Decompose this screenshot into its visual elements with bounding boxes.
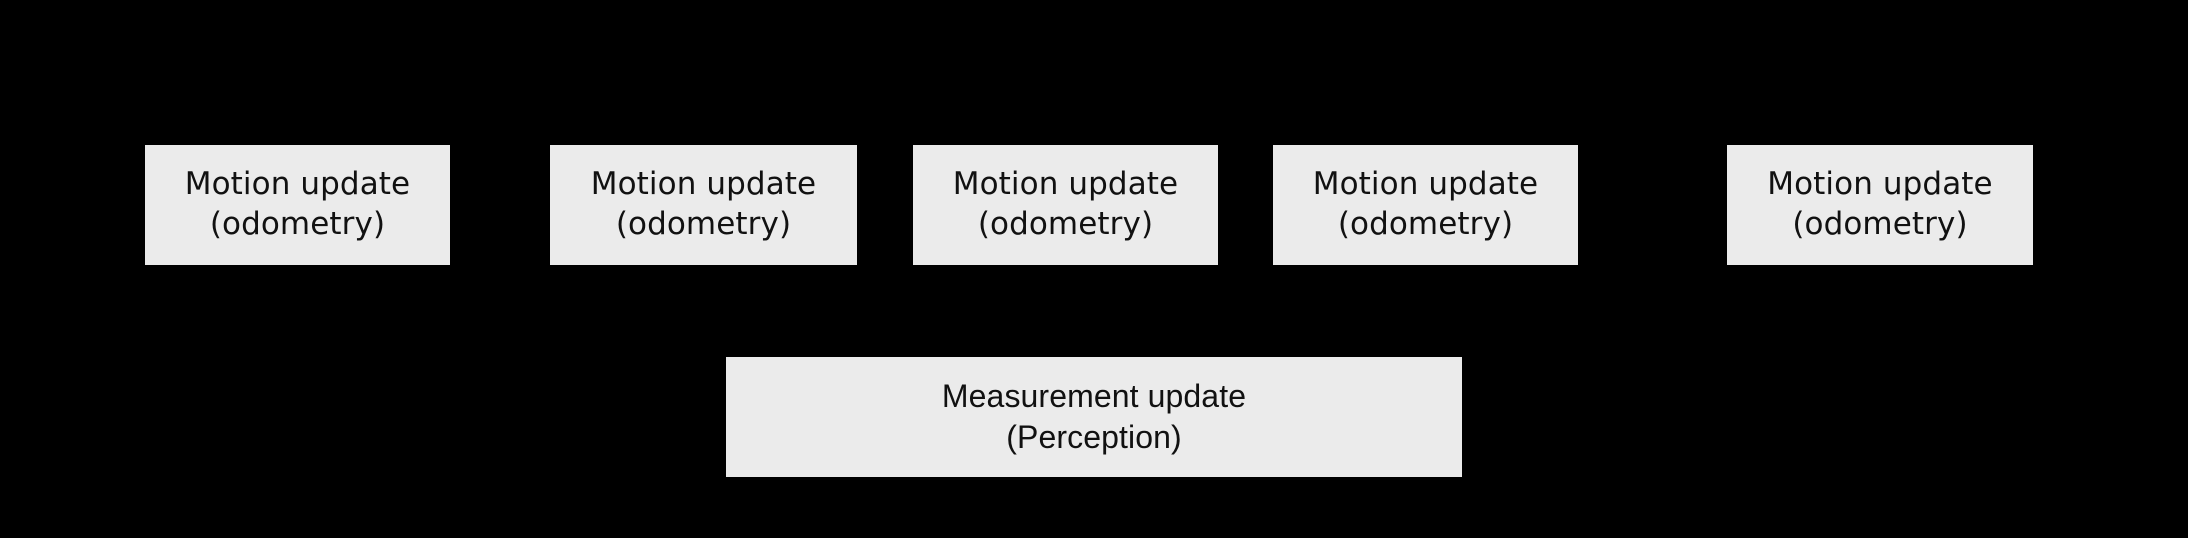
motion-update-node-2-line1: Motion update <box>590 166 817 203</box>
motion-update-node-3-line1: Motion update <box>952 166 1179 203</box>
motion-update-node-5: Motion update (odometry) <box>1727 145 2033 265</box>
motion-update-node-4-line2: (odometry) <box>1337 206 1514 242</box>
motion-update-node-3-line2: (odometry) <box>977 206 1154 242</box>
motion-update-node-4-line1: Motion update <box>1312 166 1539 203</box>
measurement-update-node-line2: (Perception) <box>1006 419 1182 455</box>
measurement-update-node: Measurement update (Perception) <box>726 357 1462 477</box>
measurement-update-node-line1: Measurement update <box>941 378 1247 415</box>
motion-update-node-5-line1: Motion update <box>1767 166 1993 203</box>
motion-update-node-4: Motion update (odometry) <box>1273 145 1578 265</box>
motion-update-node-1: Motion update (odometry) <box>145 145 450 265</box>
motion-update-node-5-line2: (odometry) <box>1792 206 1968 242</box>
motion-update-node-3: Motion update (odometry) <box>913 145 1218 265</box>
motion-update-node-1-line2: (odometry) <box>209 206 386 242</box>
motion-update-node-2-line2: (odometry) <box>615 206 792 242</box>
motion-update-node-2: Motion update (odometry) <box>550 145 857 265</box>
motion-update-node-1-line1: Motion update <box>184 166 411 203</box>
